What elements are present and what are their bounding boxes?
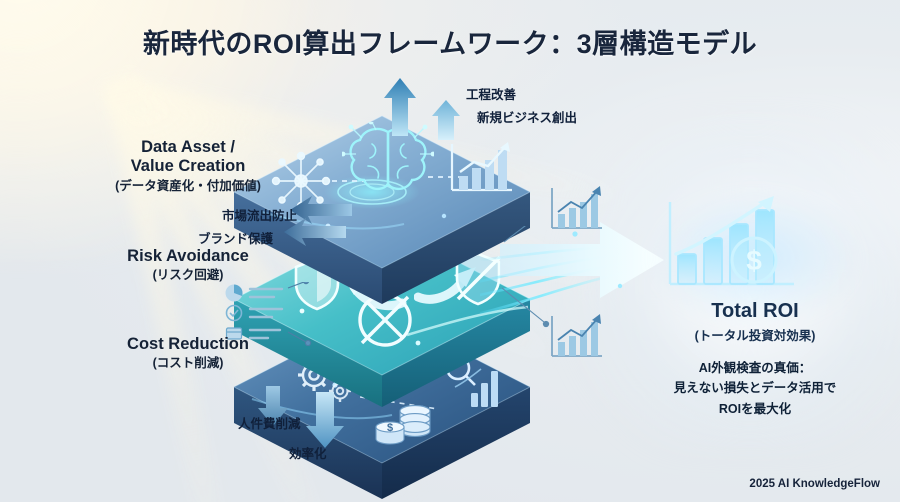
- left-arrows-group: [284, 196, 352, 246]
- layer-label-en-line1: Data Asset /: [141, 138, 235, 156]
- chart-card-lower: [551, 314, 602, 357]
- svg-text:$: $: [746, 245, 762, 276]
- annotation-brand-protection: ブランド保護: [198, 232, 274, 246]
- down-arrows-group: [258, 386, 344, 448]
- annotation-new-business: 新規ビジネス創出: [477, 111, 578, 125]
- up-arrows-group: [384, 78, 460, 140]
- layer-label-en-line1: Cost Reduction: [127, 335, 249, 353]
- page-title: 新時代のROI算出フレームワーク：3層構造モデル: [142, 29, 758, 59]
- annotation-market-outflow-prevention: 市場流出防止: [222, 209, 298, 223]
- layer-label-jp: (コスト削減): [152, 356, 224, 371]
- layer-label-jp: (データ資産化・付加価値): [115, 178, 261, 193]
- layer-label-jp: (リスク回避): [152, 268, 224, 283]
- roi-note-line-2: 見えない損失とデータ活用で: [673, 381, 837, 396]
- layer-label-data-asset: Data Asset / Value Creation (データ資産化・付加価値…: [108, 138, 268, 194]
- converging-right-arrow: [480, 222, 664, 315]
- annotation-process-improvement: 工程改善: [466, 88, 517, 102]
- roi-title: Total ROI: [711, 300, 799, 322]
- roi-note: AI外観検査の真価： 見えない損失とデータ活用で ROIを最大化: [610, 358, 900, 419]
- layer-label-cost-reduction: Cost Reduction (コスト削減): [108, 335, 268, 371]
- footer-credit: 2025 AI KnowledgeFlow: [749, 478, 880, 490]
- layer-label-risk-avoidance: Risk Avoidance (リスク回避): [108, 247, 268, 283]
- roi-note-line-1: AI外観検査の真価：: [698, 361, 812, 375]
- roi-subtitle: (トータル投資対効果): [694, 329, 816, 343]
- pie-list-detail-icon: [225, 282, 312, 346]
- layer-label-en-line1: Risk Avoidance: [127, 247, 249, 265]
- chart-card-upper: [551, 186, 602, 229]
- layer-label-en-line2: Value Creation: [130, 157, 246, 176]
- roi-growth-dollar-icon: $: [668, 196, 794, 286]
- roi-note-line-3: ROIを最大化: [718, 401, 792, 416]
- chart-card-leaders: [501, 226, 550, 328]
- annotation-labor-cost-reduction: 人件費削減: [238, 417, 301, 431]
- annotation-efficiency: 効率化: [289, 447, 327, 461]
